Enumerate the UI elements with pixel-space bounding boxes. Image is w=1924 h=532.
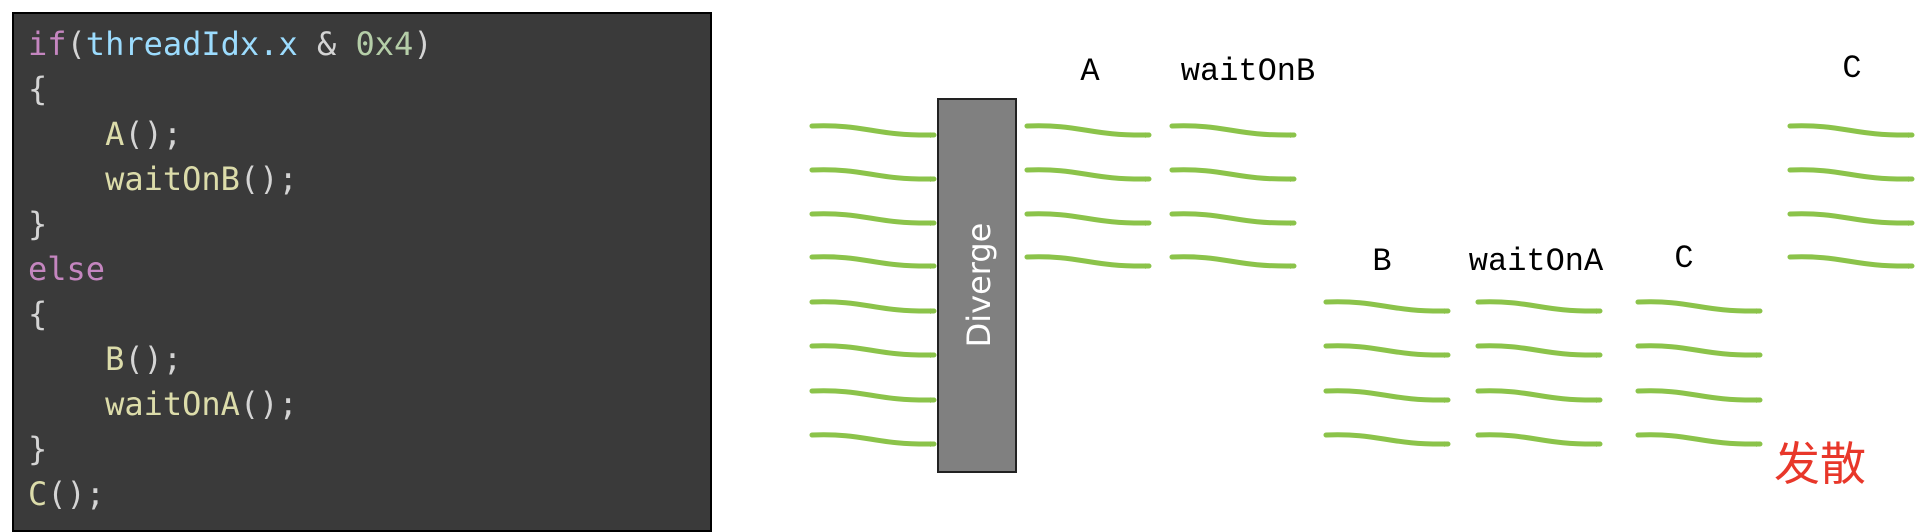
- thread-arrow-input: [809, 299, 937, 315]
- code-line: {: [28, 73, 47, 105]
- thread-arrow-path-a: [1024, 211, 1152, 227]
- label-b: B: [1372, 243, 1391, 280]
- thread-arrow-input: [809, 254, 937, 270]
- label-c-bottom: C: [1674, 240, 1693, 277]
- code-line: }: [28, 433, 47, 465]
- thread-arrow-path-wait-on-a: [1475, 299, 1603, 315]
- thread-arrow-path-wait-on-b: [1169, 211, 1297, 227]
- thread-arrow-input: [809, 388, 937, 404]
- code-line: A();: [28, 118, 182, 150]
- thread-arrows: [809, 123, 1915, 448]
- code-token: threadIdx.x: [85, 25, 298, 63]
- thread-arrow-input: [809, 211, 937, 227]
- thread-arrow-path-wait-on-a: [1475, 343, 1603, 359]
- code-token: ();: [239, 160, 298, 198]
- thread-arrow-path-wait-on-a: [1475, 388, 1603, 404]
- code-token: ();: [124, 115, 183, 153]
- thread-arrow-path-c-top: [1787, 123, 1915, 139]
- diverge-label: Diverge: [960, 223, 998, 348]
- code-token: ): [413, 25, 433, 63]
- thread-arrow-path-c-bottom: [1635, 343, 1763, 359]
- code-line: waitOnB();: [28, 163, 298, 195]
- code-token: }: [28, 205, 48, 243]
- thread-arrow-path-c-bottom: [1635, 432, 1763, 448]
- thread-arrow-path-a: [1024, 254, 1152, 270]
- code-line: if(threadIdx.x & 0x4): [28, 28, 433, 60]
- thread-arrow-path-b: [1323, 388, 1451, 404]
- thread-arrow-input: [809, 167, 937, 183]
- thread-arrow-path-b: [1323, 343, 1451, 359]
- thread-arrow-input: [809, 432, 937, 448]
- code-line: waitOnA();: [28, 388, 298, 420]
- thread-arrow-input: [809, 343, 937, 359]
- code-token: {: [28, 70, 48, 108]
- thread-arrow-path-b: [1323, 299, 1451, 315]
- thread-arrow-path-b: [1323, 432, 1451, 448]
- code-line: C();: [28, 478, 105, 510]
- code-token: else: [28, 250, 106, 288]
- code-token: ();: [239, 385, 298, 423]
- thread-arrow-path-wait-on-b: [1169, 123, 1297, 139]
- code-token: C: [28, 475, 48, 513]
- thread-arrow-path-c-top: [1787, 211, 1915, 227]
- thread-arrow-path-wait-on-b: [1169, 167, 1297, 183]
- thread-arrow-path-c-bottom: [1635, 388, 1763, 404]
- thread-arrow-path-c-bottom: [1635, 299, 1763, 315]
- code-token: waitOnB: [105, 160, 240, 198]
- diverge-box: [937, 98, 1017, 473]
- code-token: {: [28, 295, 48, 333]
- code-token: waitOnA: [105, 385, 240, 423]
- code-line: B();: [28, 343, 182, 375]
- code-token: A: [105, 115, 125, 153]
- thread-arrow-path-a: [1024, 167, 1152, 183]
- code-token: if: [28, 25, 67, 63]
- thread-arrow-path-c-top: [1787, 167, 1915, 183]
- code-line: else: [28, 253, 105, 285]
- code-line: {: [28, 298, 47, 330]
- code-token: ();: [47, 475, 106, 513]
- code-line: }: [28, 208, 47, 240]
- label-a: A: [1080, 53, 1100, 90]
- thread-arrow-path-wait-on-a: [1475, 432, 1603, 448]
- label-wait-on-a: waitOnA: [1469, 243, 1604, 280]
- thread-arrow-input: [809, 123, 937, 139]
- code-token: B: [105, 340, 125, 378]
- code-token: 0x4: [355, 25, 414, 63]
- code-token: &: [297, 25, 356, 63]
- label-c-top: C: [1842, 50, 1861, 87]
- thread-arrow-path-wait-on-b: [1169, 254, 1297, 270]
- code-token: ();: [124, 340, 183, 378]
- thread-arrow-path-c-top: [1787, 254, 1915, 270]
- note-label: 发散: [1774, 437, 1866, 491]
- code-token: }: [28, 430, 48, 468]
- code-token: (: [66, 25, 86, 63]
- label-wait-on-b: waitOnB: [1181, 53, 1315, 90]
- code-panel: if(threadIdx.x & 0x4){ A(); waitOnB();}e…: [12, 12, 712, 532]
- thread-arrow-path-a: [1024, 123, 1152, 139]
